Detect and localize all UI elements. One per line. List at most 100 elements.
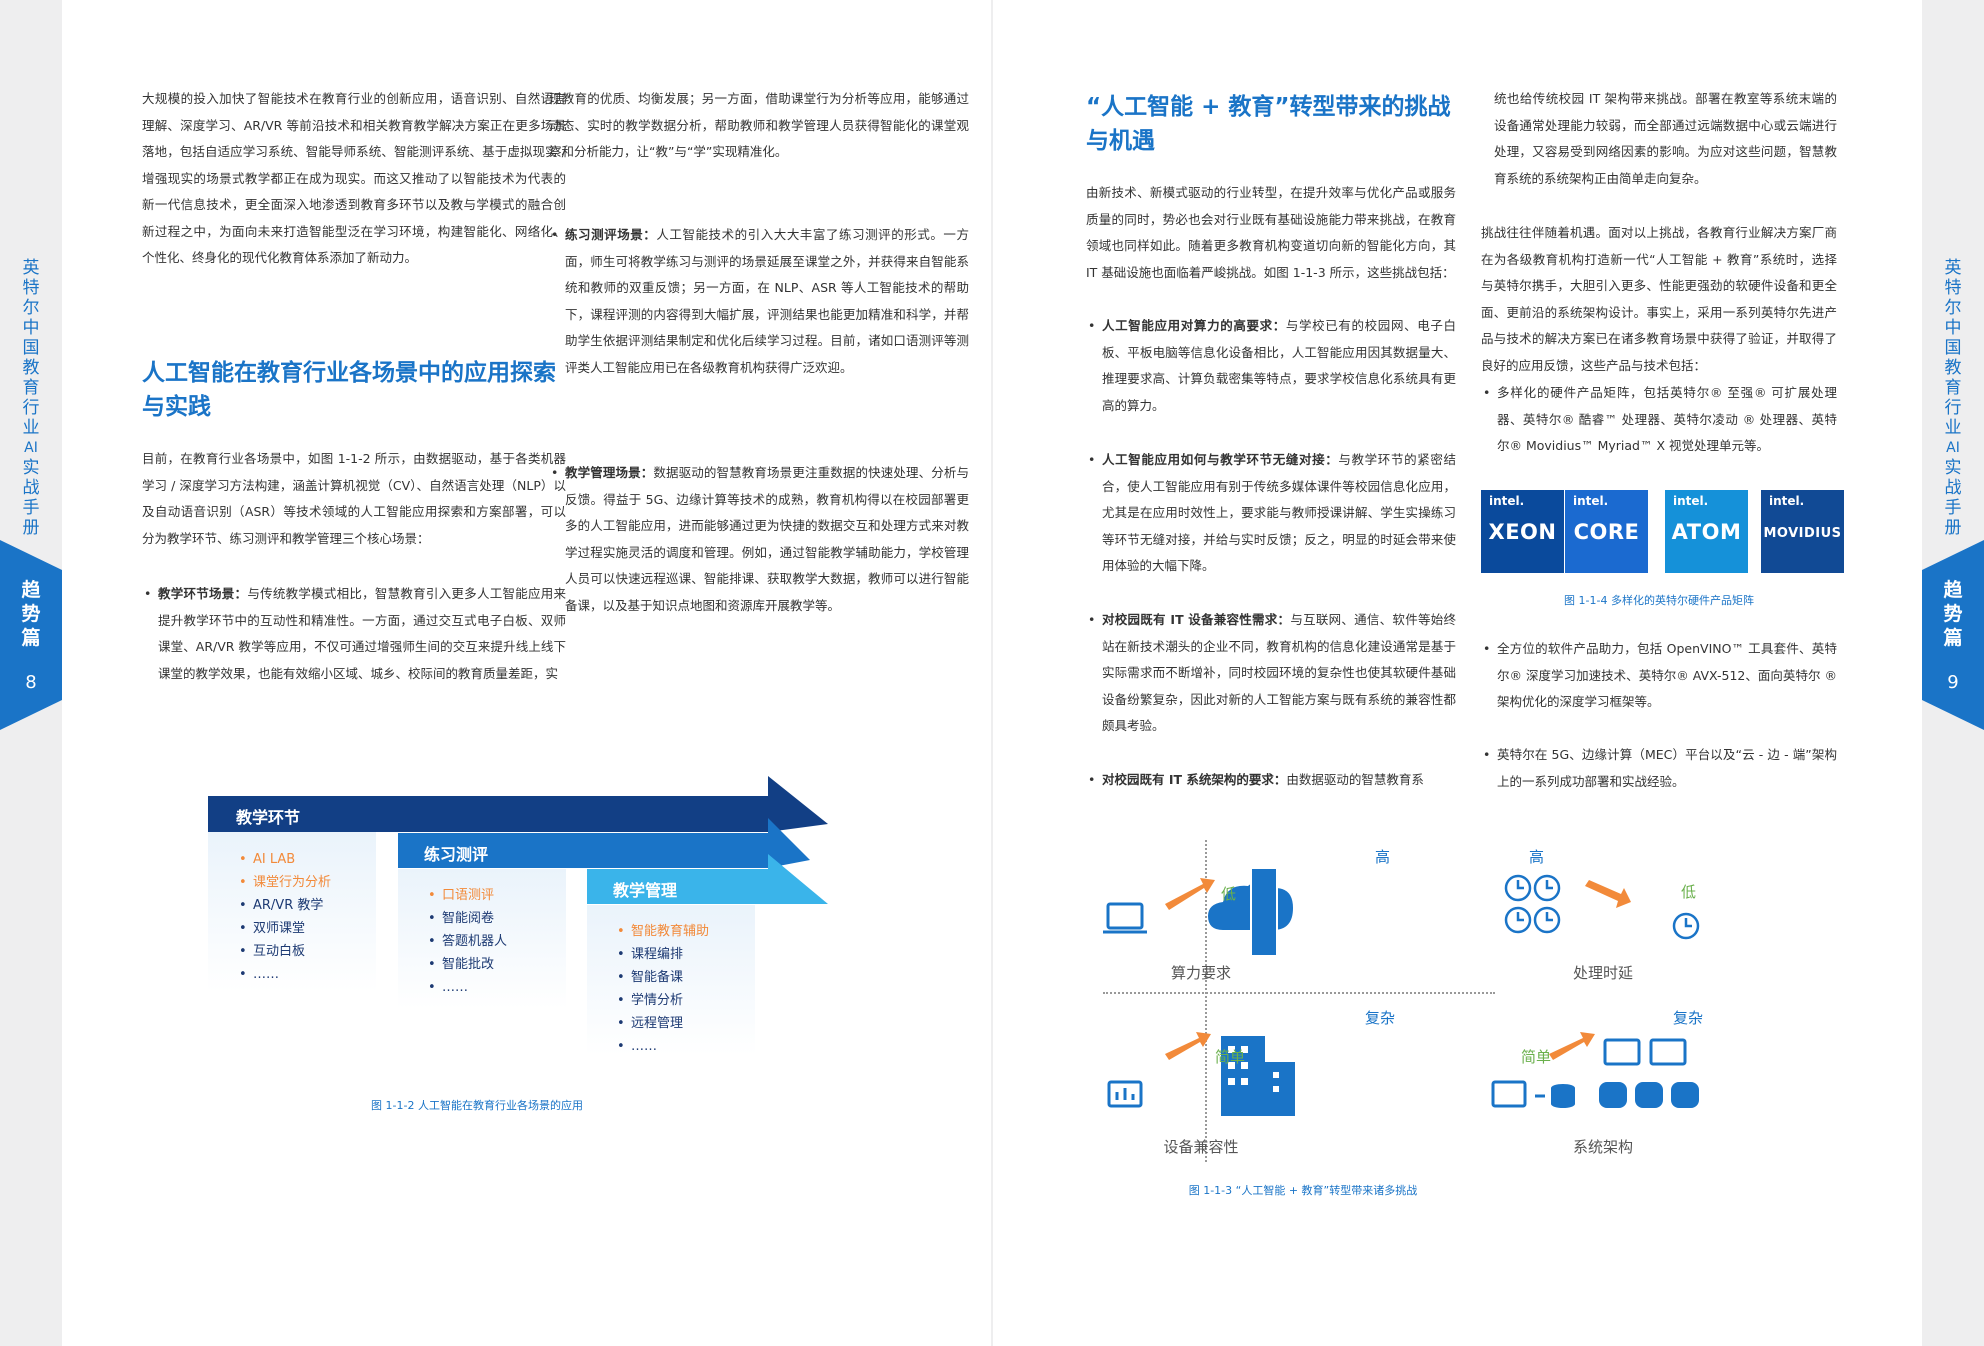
bullet-title: 练习测评场景： (565, 227, 657, 242)
bullet-list: 全方位的软件产品助力，包括 OpenVINO™ 工具套件、英特尔® 深度学习加速… (1481, 636, 1837, 716)
side-title-char: 手 (1944, 498, 1962, 518)
server-rack-icon (1603, 1038, 1687, 1066)
compatibility-icons (1107, 1032, 1295, 1116)
bullet-list: 教学环节场景：与传统教学模式相比，智慧教育引入更多人工智能应用来提升教学环节中的… (142, 581, 566, 687)
logo-product: MOVIDIUS (1763, 526, 1842, 541)
list-item: 人工智能应用对算力的高要求：与学校已有的校园网、电子白板、平板电脑等信息化设备相… (1086, 313, 1456, 419)
list-item: 人工智能应用如何与教学环节无缝对接：与教学环节的紧密结合，使人工智能应用有别于传… (1086, 447, 1456, 580)
figure-caption: 图 1-1-2 人工智能在教育行业各场景的应用 (371, 1099, 583, 1112)
clock-icon (1504, 874, 1700, 940)
side-title-char: AI (1946, 440, 1960, 456)
intel-core-logo: intel. CORE (1565, 490, 1648, 573)
level-low: 低 (1681, 883, 1697, 901)
quadrant-divider (1103, 992, 1495, 994)
stage-item: 双师课堂 (237, 917, 331, 940)
section-heading: “人工智能 + 教育”转型带来的挑战与机遇 (1086, 94, 1451, 154)
side-title-char: 手 (22, 498, 40, 518)
stage-item: 答题机器人 (426, 930, 507, 953)
tab-char: 趋 (21, 579, 41, 601)
database-icon (1599, 1082, 1699, 1108)
side-title-char: 尔 (1944, 298, 1962, 318)
side-title-char: 业 (22, 418, 40, 438)
stage-item: 课程编排 (615, 943, 709, 966)
side-title-char: 中 (1944, 318, 1962, 338)
side-title-char: 教 (1944, 358, 1962, 378)
stage-arrow-1 (208, 776, 828, 832)
side-title-char: 国 (1944, 338, 1962, 358)
body-paragraph: 由新技术、新模式驱动的行业转型，在提升效率与优化产品或服务质量的同时，势必也会对… (1086, 185, 1456, 280)
logo-product: ATOM (1671, 520, 1742, 544)
chapter-tab: 趋势篇 9 (1922, 540, 1984, 730)
quadrant-divider (1205, 840, 1207, 1162)
stage-item: 智能批改 (426, 953, 507, 976)
side-title-char: 业 (1944, 418, 1962, 438)
logo-product: XEON (1488, 520, 1557, 544)
logo-product: CORE (1573, 520, 1640, 544)
stage-item: AR/VR 教学 (237, 894, 331, 917)
intel-atom-logo: intel. ATOM (1665, 490, 1748, 573)
quadrant-label: 处理时延 (1572, 964, 1633, 982)
logo-brand: intel. (1769, 494, 1805, 508)
list-item: 对校园既有 IT 系统架构的要求：由数据驱动的智慧教育系 (1086, 767, 1456, 794)
stage-items: 口语测评智能阅卷答题机器人智能批改…… (426, 884, 507, 999)
side-title-char: 中 (22, 318, 40, 338)
side-title-char: 教 (22, 358, 40, 378)
bullet-title: 教学管理场景： (565, 465, 654, 480)
side-title-char: 特 (1944, 278, 1962, 298)
bullet-title: 对校园既有 IT 设备兼容性需求： (1102, 612, 1291, 627)
side-title-char: 英 (1944, 258, 1962, 278)
body-paragraph: 统也给传统校园 IT 架构带来挑战。部署在教室等系统末端的设备通常处理能力较弱，… (1494, 91, 1837, 186)
list-item: 英特尔在 5G、边缘计算（MEC）平台以及“云 - 边 - 端”架构上的一系列成… (1481, 742, 1837, 795)
bullet-text: 人工智能技术的引入大大丰富了练习测评的形式。一方面，师生可将教学练习与测评的场景… (565, 227, 969, 375)
stage-label: 教学环节 (236, 808, 301, 827)
bullet-text: 与教学环节的紧密结合，使人工智能应用有别于传统多媒体课件等校园信息化应用，尤其是… (1102, 452, 1456, 573)
bullet-list: 人工智能应用对算力的高要求：与学校已有的校园网、电子白板、平板电脑等信息化设备相… (1086, 313, 1456, 419)
logo-brand: intel. (1673, 494, 1709, 508)
stage-arrow-2 (398, 818, 810, 868)
arrow-up-icon (1165, 1032, 1211, 1060)
stage-items: AI LAB课堂行为分析AR/VR 教学双师课堂互动白板…… (237, 848, 331, 986)
bullet-list: 对校园既有 IT 系统架构的要求：由数据驱动的智慧教育系 (1086, 767, 1456, 794)
stage-item: 口语测评 (426, 884, 507, 907)
side-title-char: AI (24, 440, 38, 456)
level-simple: 简单 (1521, 1048, 1552, 1066)
stage-item: …… (615, 1035, 709, 1058)
level-complex: 复杂 (1365, 1009, 1396, 1027)
bullet-list: 人工智能应用如何与教学环节无缝对接：与教学环节的紧密结合，使人工智能应用有别于传… (1086, 447, 1456, 580)
side-title-char: 实 (22, 458, 40, 478)
stage-arrows (208, 776, 828, 904)
logo-brand: intel. (1489, 494, 1525, 508)
list-item: 教学环节场景：与传统教学模式相比，智慧教育引入更多人工智能应用来提升教学环节中的… (142, 581, 566, 687)
tab-char: 趋 (1943, 579, 1963, 601)
stage-item: 智能备课 (615, 966, 709, 989)
architecture-icons (1491, 1032, 1699, 1108)
arrow-down-icon (1585, 880, 1631, 908)
stage-item: 智能教育辅助 (615, 920, 709, 943)
bullet-title: 对校园既有 IT 系统架构的要求： (1102, 772, 1287, 787)
quadrant-label: 设备兼容性 (1163, 1138, 1239, 1156)
stage-item: 课堂行为分析 (237, 871, 331, 894)
bullet-list: 多样化的硬件产品矩阵，包括英特尔® 至强® 可扩展处理器、英特尔® 酷睿™ 处理… (1481, 380, 1837, 460)
stage-label: 练习测评 (424, 845, 489, 864)
quadrant-label: 算力要求 (1170, 964, 1231, 982)
side-title-char: 行 (22, 398, 40, 418)
monitor-icon (1491, 1080, 1527, 1108)
stage-item: 智能阅卷 (426, 907, 507, 930)
bullet-title: 人工智能应用如何与教学环节无缝对接： (1102, 452, 1339, 467)
level-high: 高 (1375, 848, 1391, 866)
side-title-char: 战 (22, 478, 40, 498)
intel-xeon-logo: intel. XEON (1481, 490, 1564, 573)
arrow-up-icon (1165, 878, 1215, 910)
stage-item: AI LAB (237, 848, 331, 871)
chapter-tab-label: 趋势篇 (1922, 578, 1984, 650)
level-low: 低 (1221, 885, 1237, 903)
bullet-title: 人工智能应用对算力的高要求： (1102, 318, 1286, 333)
intel-movidius-logo: intel. MOVIDIUS (1761, 490, 1844, 573)
compute-icons (1103, 867, 1293, 957)
side-title-char: 战 (1944, 478, 1962, 498)
bullet-title: 教学环节场景： (158, 586, 248, 601)
bullet-text: 与学校已有的校园网、电子白板、平板电脑等信息化设备相比，人工智能应用因其数据量大… (1102, 318, 1456, 413)
stage-item: 远程管理 (615, 1012, 709, 1035)
figure-caption: 图 1-1-4 多样化的英特尔硬件产品矩阵 (1564, 594, 1754, 607)
